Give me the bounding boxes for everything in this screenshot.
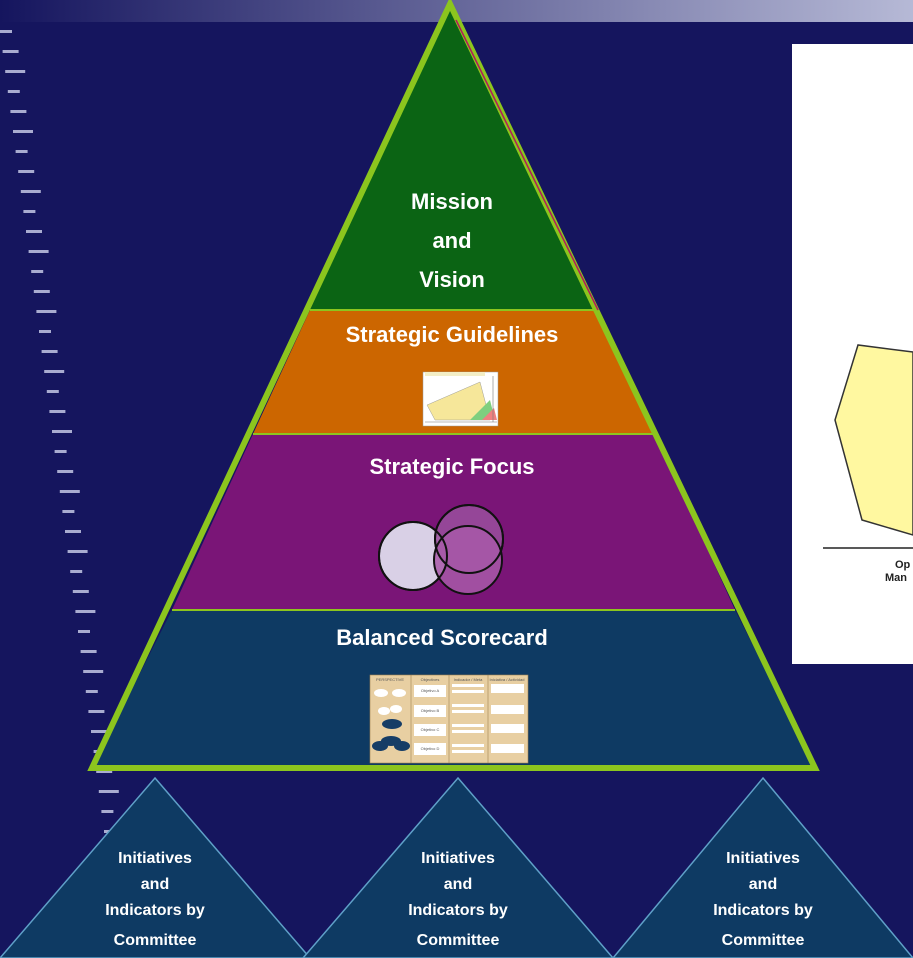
sub-triangle-3: Initiatives and Indicators by Committee xyxy=(612,776,913,958)
sub-3-line-1: Initiatives xyxy=(726,850,800,867)
decorative-dash xyxy=(7,90,20,93)
decorative-dash xyxy=(52,430,72,433)
mission-label-line-3: Vision xyxy=(419,267,485,292)
decorative-dash xyxy=(101,810,114,813)
decorative-dash xyxy=(18,170,35,173)
panel-caption-line-1: Op xyxy=(895,559,911,571)
bsc-objective-b: Objetivo B xyxy=(421,708,440,713)
mission-label-line-1: Mission xyxy=(411,189,493,214)
sub-2-line-1: Initiatives xyxy=(421,850,495,867)
decorative-dash xyxy=(33,290,50,293)
sub-2-line-2: and xyxy=(444,876,472,893)
bsc-objective-a: Objetivo A xyxy=(421,688,440,693)
decorative-dash xyxy=(44,370,65,373)
sub-1-line-1: Initiatives xyxy=(118,850,192,867)
decorative-dash xyxy=(28,250,49,253)
decorative-dash xyxy=(80,650,97,653)
decorative-dash xyxy=(46,390,59,393)
decorative-dash xyxy=(41,350,58,353)
sub-1-line-2: and xyxy=(141,876,169,893)
decorative-dash xyxy=(23,210,36,213)
decorative-dash xyxy=(39,330,51,333)
sub-1-line-3: Indicators by xyxy=(105,902,205,919)
decorative-dash xyxy=(96,770,113,773)
level-mission-vision xyxy=(310,4,595,310)
decorative-dash xyxy=(62,510,75,513)
decorative-dash xyxy=(13,130,33,133)
pentagon-shape xyxy=(834,344,913,536)
decorative-dash xyxy=(57,470,74,473)
sub-triangle-2: Initiatives and Indicators by Committee xyxy=(302,776,614,958)
decorative-dash xyxy=(65,530,81,533)
decorative-dash xyxy=(91,730,111,733)
sub-2-line-3: Indicators by xyxy=(408,902,508,919)
mission-label-line-2: and xyxy=(432,228,471,253)
bsc-header-indicator: Indicador / Meta xyxy=(454,677,483,682)
sub-2-line-4: Committee xyxy=(417,932,500,949)
decorative-dash xyxy=(67,550,88,553)
sub-3-line-2: and xyxy=(749,876,777,893)
decorative-dash xyxy=(20,190,41,193)
right-image-panel: Op Man xyxy=(792,44,913,664)
decorative-dash xyxy=(31,270,44,273)
decorative-dash xyxy=(26,230,42,233)
decorative-dash xyxy=(85,690,98,693)
decorative-dash xyxy=(2,50,19,53)
decorative-dash xyxy=(75,610,96,613)
decorative-dash xyxy=(78,630,90,633)
decorative-dash xyxy=(36,310,57,313)
decorative-dash xyxy=(98,790,119,793)
decorative-dash xyxy=(54,450,67,453)
decorative-dash xyxy=(72,590,89,593)
decorative-dash xyxy=(83,670,104,673)
decorative-dash xyxy=(5,70,26,73)
sub-triangle-1: Initiatives and Indicators by Committee xyxy=(0,776,311,958)
bsc-objective-d: Objetivo D xyxy=(421,746,440,751)
focus-label: Strategic Focus xyxy=(369,454,534,479)
bsc-header-perspective: PERSPECTIVE xyxy=(376,677,404,682)
bsc-thumbnail: PERSPECTIVE Objectives Indicador / Meta … xyxy=(369,674,529,764)
venn-diagram xyxy=(378,504,504,595)
sub-3-line-4: Committee xyxy=(722,932,805,949)
bsc-header-initiative: Iniciativa / Actividad xyxy=(490,677,525,682)
decorative-dash xyxy=(59,490,80,493)
left-decorative-dashes xyxy=(0,30,135,933)
guidelines-label: Strategic Guidelines xyxy=(346,322,559,347)
panel-caption-line-2: Man xyxy=(885,572,907,584)
guidelines-thumbnail xyxy=(422,371,499,427)
pyramid-outline xyxy=(87,0,820,771)
decorative-dash xyxy=(0,30,12,33)
bsc-header-objectives: Objectives xyxy=(421,677,440,682)
sub-3-line-3: Indicators by xyxy=(713,902,813,919)
decorative-dash xyxy=(15,150,28,153)
sub-1-line-4: Committee xyxy=(114,932,197,949)
decorative-dash xyxy=(88,710,105,713)
decorative-dash xyxy=(10,110,27,113)
bsc-label: Balanced Scorecard xyxy=(336,625,548,650)
decorative-dash xyxy=(49,410,66,413)
decorative-dash xyxy=(70,570,83,573)
bsc-objective-c: Objetivo C xyxy=(421,727,440,732)
